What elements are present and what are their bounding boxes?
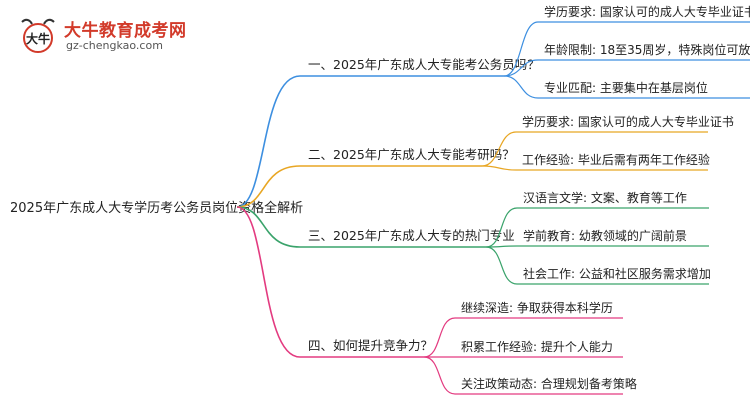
logo-mark-text: 大牛: [26, 31, 50, 46]
branch-1: 一、2025年广东成人大专能考公务员吗？学历要求: 国家认可的成人大专毕业证书年…: [236, 4, 750, 208]
branch-connector: [236, 206, 301, 358]
logo-site-name: 大牛教育成考网: [64, 21, 187, 41]
child-connector: [485, 246, 518, 285]
child-label: 关注政策动态: 合理规划备考策略: [461, 376, 637, 391]
child-connector: [423, 317, 456, 358]
branch-connector: [236, 75, 301, 208]
child-connector: [485, 245, 518, 248]
branch-2: 二、2025年广东成人大专能考研吗？ 学历要求: 国家认可的成人大专毕业证书工作经…: [236, 114, 734, 208]
root-topic: 2025年广东成人大专学历考公务员岗位资格全解析: [10, 200, 303, 216]
child-label: 积累工作经验: 提升个人能力: [461, 339, 613, 354]
watermark-logo: 大牛 大牛教育成考网 gz-chengkao.com: [16, 14, 216, 58]
child-connector: [481, 165, 517, 171]
child-connector: [423, 356, 456, 395]
child-label: 工作经验: 毕业后需有两年工作经验: [522, 152, 710, 167]
child-connector: [485, 207, 518, 248]
child-label: 专业匹配: 主要集中在基层岗位: [544, 80, 708, 95]
child-label: 年龄限制: 18至35周岁，特殊岗位可放宽: [544, 42, 750, 57]
bull-logo-icon: 大牛: [21, 18, 55, 53]
child-connector: [481, 131, 517, 167]
child-connector: [503, 21, 539, 77]
child-label: 学历要求: 国家认可的成人大专毕业证书: [522, 114, 734, 129]
child-connector: [503, 59, 539, 77]
branch-label: 三、2025年广东成人大专的热门专业: [308, 228, 515, 243]
child-label: 学前教育: 幼教领域的广阔前景: [523, 228, 687, 243]
branch-label: 二、2025年广东成人大专能考研吗？: [308, 147, 515, 162]
child-connector: [503, 75, 539, 99]
child-label: 继续深造: 争取获得本科学历: [461, 300, 613, 315]
logo-site-url: gz-chengkao.com: [66, 39, 163, 52]
branch-connector: [236, 206, 301, 248]
child-label: 学历要求: 国家认可的成人大专毕业证书: [544, 4, 750, 19]
branch-label: 一、2025年广东成人大专能考公务员吗？: [308, 57, 540, 72]
branch-connector: [236, 165, 301, 208]
branch-label: 四、如何提升竞争力？: [308, 338, 433, 353]
child-label: 社会工作: 公益和社区服务需求增加: [523, 266, 711, 281]
child-label: 汉语言文学: 文案、教育等工作: [523, 190, 687, 205]
